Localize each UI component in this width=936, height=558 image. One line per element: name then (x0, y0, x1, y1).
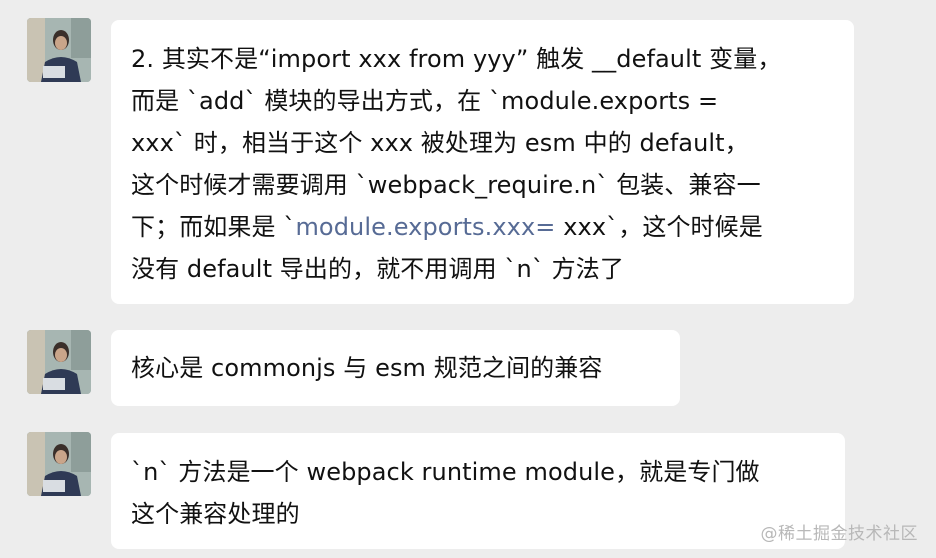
message-line: 没有 default 导出的，就不用调用 `n` 方法了 (131, 255, 624, 283)
message-line: 而是 `add` 模块的导出方式，在 `module.exports = (131, 87, 719, 115)
message-line: 这个兼容处理的 (131, 500, 300, 528)
message-bubble[interactable]: `n` 方法是一个 webpack runtime module，就是专门做 这… (111, 433, 845, 549)
user-avatar-photo-icon (27, 330, 91, 394)
user-avatar-photo-icon (27, 432, 91, 496)
message-line: 2. 其实不是“import xxx from yyy” 触发 __defaul… (131, 45, 782, 73)
message-line: 这个时候才需要调用 `webpack_require.n` 包装、兼容一 (131, 171, 761, 199)
message-text: xxx`，这个时候是 (555, 213, 763, 241)
message-line: `n` 方法是一个 webpack runtime module，就是专门做 (131, 458, 760, 486)
message-text: 下；而如果是 ` (131, 213, 296, 241)
avatar[interactable] (27, 18, 91, 82)
watermark: @稀土掘金技术社区 (760, 524, 918, 544)
message-line: xxx` 时，相当于这个 xxx 被处理为 esm 中的 default， (131, 129, 749, 157)
message-link[interactable]: module.exports.xxx= (295, 213, 556, 241)
avatar[interactable] (27, 330, 91, 394)
message-bubble[interactable]: 2. 其实不是“import xxx from yyy” 触发 __defaul… (111, 20, 854, 304)
message-line: 下；而如果是 `module.exports.xxx= xxx`，这个时候是 (131, 206, 834, 248)
message-line: 核心是 commonjs 与 esm 规范之间的兼容 (131, 354, 603, 382)
user-avatar-photo-icon (27, 18, 91, 82)
avatar[interactable] (27, 432, 91, 496)
message-bubble[interactable]: 核心是 commonjs 与 esm 规范之间的兼容 (111, 330, 680, 406)
